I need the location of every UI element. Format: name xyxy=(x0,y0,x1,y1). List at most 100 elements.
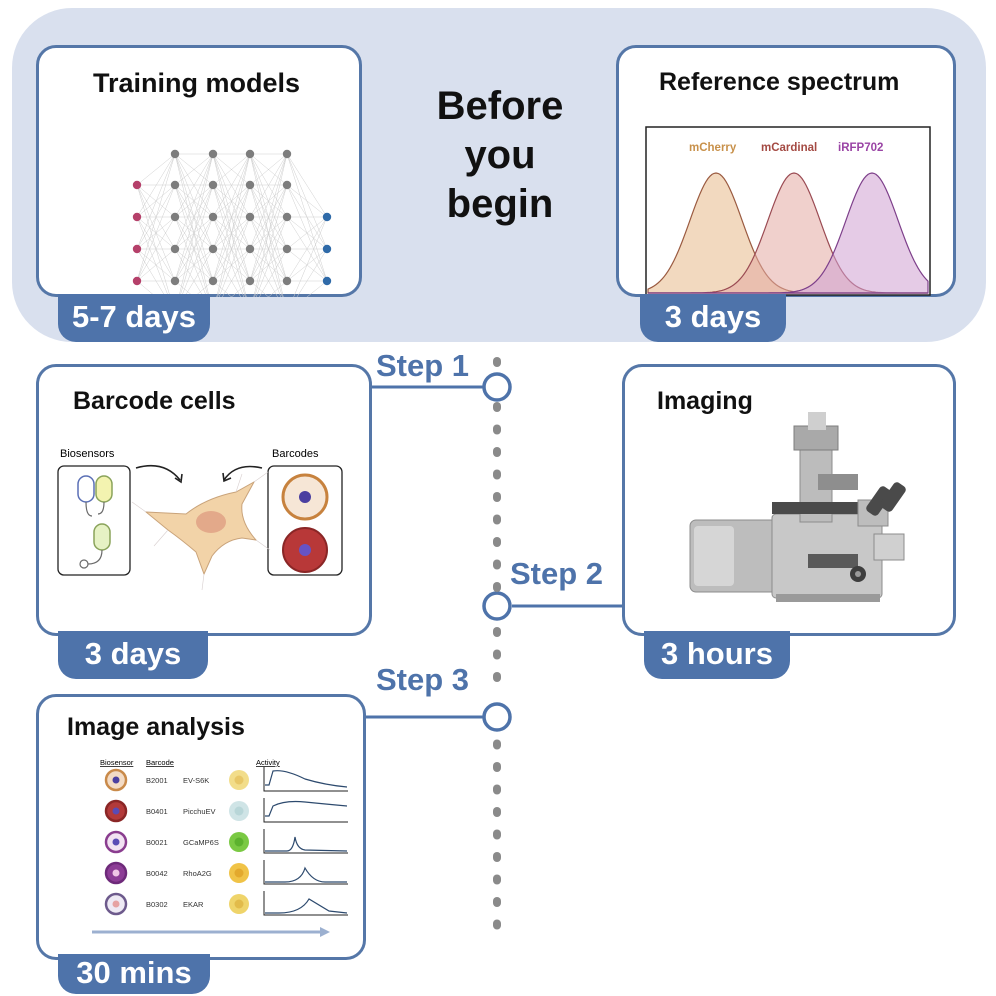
nn-hidden-node xyxy=(170,149,180,159)
biosensor-name: PicchuEV xyxy=(183,807,216,816)
nn-hidden-node xyxy=(245,149,255,159)
barcode-cells-title: Barcode cells xyxy=(73,387,236,415)
step-2-label: Step 2 xyxy=(510,556,604,591)
step1-marker xyxy=(482,372,512,402)
timeline-dot xyxy=(493,424,501,435)
timeline-dot xyxy=(493,874,501,885)
timeline-dot xyxy=(493,784,501,795)
title-line-1: Before xyxy=(436,84,564,128)
arrow-left xyxy=(135,464,181,481)
microscope-illustration xyxy=(689,412,906,602)
barcodes-label: Barcodes xyxy=(272,448,319,460)
reference-spectrum-title: Reference spectrum xyxy=(659,68,900,96)
timeline-dot xyxy=(493,807,501,817)
timeline-dot xyxy=(493,357,501,367)
activity-trace xyxy=(265,836,348,852)
step-3-label: Step 3 xyxy=(376,662,470,697)
nn-hidden-node xyxy=(282,276,292,286)
biosensor-name: EV-S6K xyxy=(183,776,209,785)
training-models-card: Training models xyxy=(36,45,362,297)
plasmid-icon-2 xyxy=(95,475,113,515)
biosensors-label: Biosensors xyxy=(60,448,115,460)
nn-output-node xyxy=(322,244,332,254)
nn-hidden-node xyxy=(170,244,180,254)
timeline-dot xyxy=(493,829,501,840)
step2-marker xyxy=(482,591,512,621)
activity-trace xyxy=(265,866,347,883)
step3-marker xyxy=(482,702,512,732)
nn-hidden-node xyxy=(282,180,292,190)
analysis-row: B0302 EKAR xyxy=(104,891,348,916)
analysis-row: B0021 GCaMP6S xyxy=(104,829,348,854)
timeline-dot xyxy=(493,559,501,570)
nn-hidden-node xyxy=(208,244,218,254)
analysis-row: B0401 PicchuEV xyxy=(104,798,348,823)
timeline-dot xyxy=(493,897,501,907)
nn-hidden-node xyxy=(282,149,292,159)
nn-input-node xyxy=(132,276,142,286)
before-you-begin-title: Before you begin xyxy=(400,82,600,229)
timeline-dot xyxy=(493,402,501,412)
mcardinal-label: mCardinal xyxy=(761,142,817,154)
plasmid-icon-3 xyxy=(79,523,111,569)
step-1-label: Step 1 xyxy=(376,348,470,383)
nn-edges xyxy=(136,153,328,297)
activity-trace xyxy=(265,898,348,914)
nn-hidden-node xyxy=(170,212,180,222)
timeline-dot xyxy=(493,447,501,457)
barcode-cells-card: Barcode cells Biosensors Barcodes xyxy=(36,364,372,636)
barcode-id: B0401 xyxy=(146,807,168,816)
activity-trace xyxy=(265,800,348,817)
imaging-title: Imaging xyxy=(657,387,753,415)
analysis-row: B2001 EV-S6K xyxy=(104,767,348,792)
spectrum-chart: mCherry mCardinal iRFP702 xyxy=(645,126,931,296)
timeline-dot xyxy=(493,762,501,772)
nn-output-node xyxy=(322,276,332,286)
nn-hidden-node xyxy=(245,244,255,254)
timeline-dot xyxy=(493,739,501,750)
nn-output-node xyxy=(322,212,332,222)
nn-hidden-node xyxy=(245,180,255,190)
barcode-header: Barcode xyxy=(146,758,174,767)
nn-input-node xyxy=(132,212,142,222)
reference-duration-badge: 3 days xyxy=(640,294,786,342)
training-models-title: Training models xyxy=(93,68,301,98)
barcode-id: B2001 xyxy=(146,776,168,785)
plasmid-icon-1 xyxy=(77,475,95,517)
nn-hidden-node xyxy=(170,180,180,190)
nn-hidden-node xyxy=(282,244,292,254)
barcode-illustration: Biosensors Barcodes xyxy=(57,448,343,591)
nn-input-node xyxy=(132,244,142,254)
biosensor-name: GCaMP6S xyxy=(183,838,219,847)
nn-input-node xyxy=(132,180,142,190)
timeline-dot xyxy=(493,537,501,547)
timeline-dot xyxy=(493,627,501,637)
barcode-id: B0302 xyxy=(146,900,168,909)
biosensor-name: RhoA2G xyxy=(183,869,212,878)
biosensor-name: EKAR xyxy=(183,900,204,909)
activity-trace xyxy=(265,770,348,788)
barcode-duration-badge: 3 days xyxy=(58,631,208,679)
imaging-duration-badge: 3 hours xyxy=(644,631,790,679)
activity-axes xyxy=(263,798,348,823)
barcode-id: B0021 xyxy=(146,838,168,847)
arrow-right xyxy=(223,465,263,481)
imaging-card: Imaging xyxy=(622,364,956,636)
activity-axes xyxy=(263,767,348,792)
nn-hidden-node xyxy=(245,212,255,222)
timeline-dot xyxy=(493,514,501,525)
image-analysis-card: Image analysis Biosensor Barcode Activit… xyxy=(36,694,366,960)
nn-hidden-node xyxy=(208,180,218,190)
activity-axes xyxy=(263,829,348,854)
nn-hidden-node xyxy=(208,212,218,222)
nn-hidden-node xyxy=(170,276,180,286)
activity-header: Activity xyxy=(256,758,280,767)
title-line-2: you xyxy=(464,133,536,177)
timeline-dot xyxy=(493,469,501,480)
timeline-dot xyxy=(493,919,501,930)
title-line-3: begin xyxy=(446,182,554,226)
mcherry-label: mCherry xyxy=(689,142,737,154)
